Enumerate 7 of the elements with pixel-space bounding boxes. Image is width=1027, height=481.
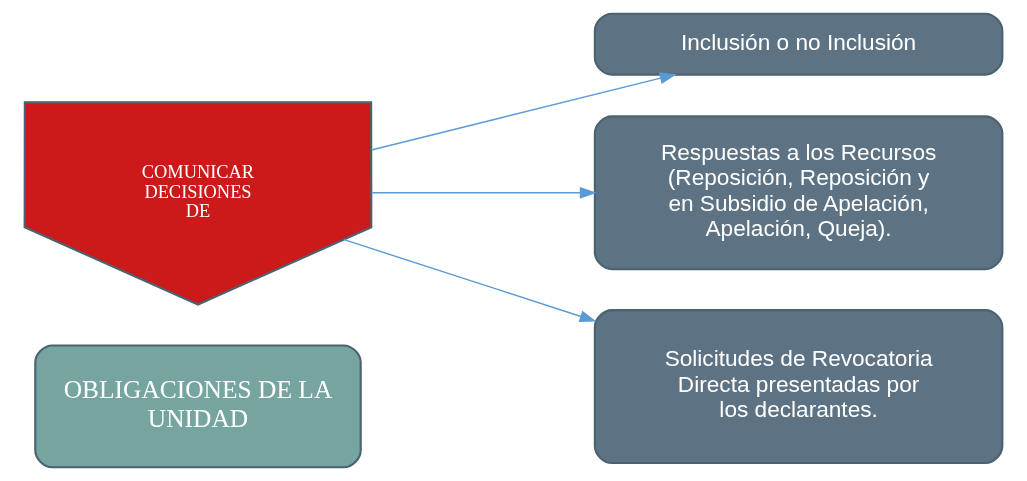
node-box: Respuestas a los Recursos (Reposición, Reposición y en Subsidio de Apelación, Apelación, Queja). bbox=[593, 115, 1004, 271]
arrow bbox=[370, 186, 597, 199]
node-box: OBLIGACIONES DE LA UNIDAD bbox=[34, 344, 362, 469]
node-box: Inclusión o no Inclusión bbox=[593, 12, 1004, 76]
arrow bbox=[343, 238, 597, 322]
node-box: Solicitudes de Revocatoria Directa presentadas por los declarantes. bbox=[593, 309, 1004, 465]
arrow bbox=[370, 72, 677, 151]
